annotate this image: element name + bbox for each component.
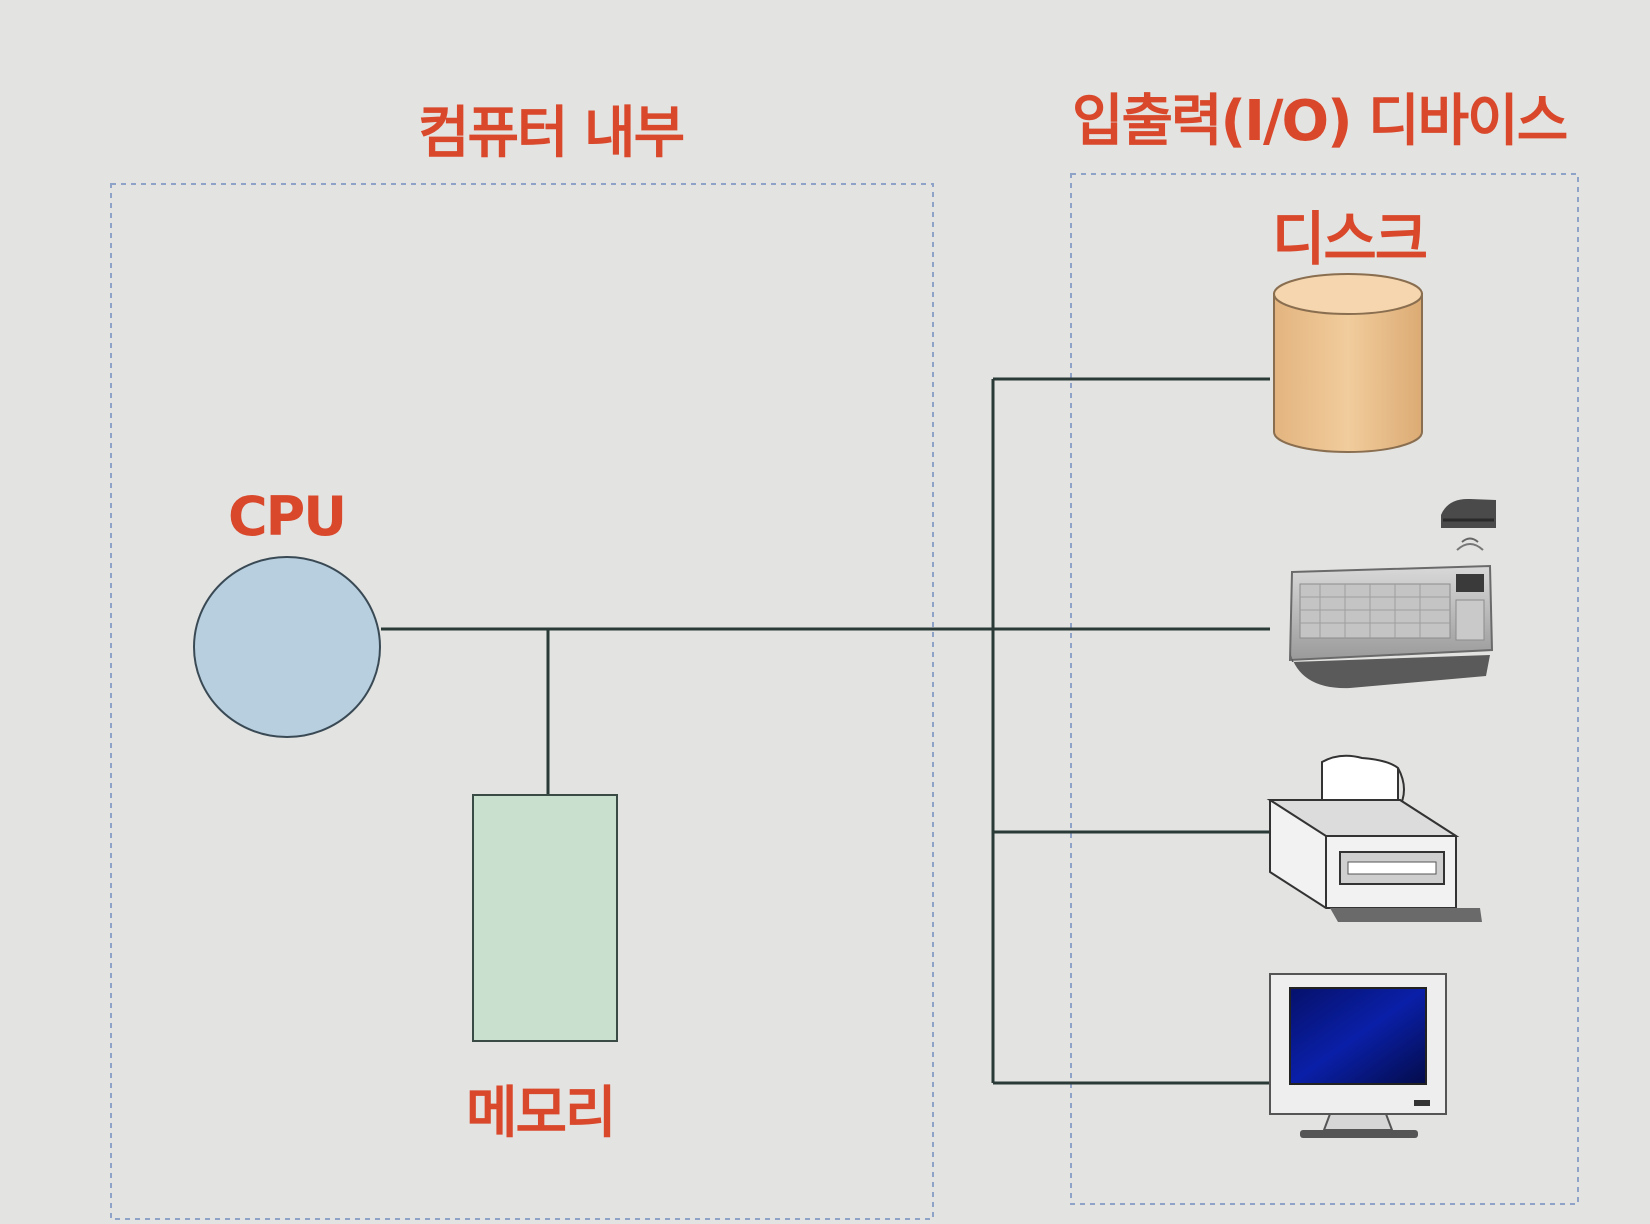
disk-cylinder-icon: [1273, 273, 1423, 453]
io-devices-title: 입출력(I/O) 디바이스: [1072, 89, 1568, 154]
wireless-keyboard-mouse-icon: [1288, 498, 1496, 689]
computer-inside-title: 컴퓨터 내부: [418, 101, 685, 166]
computer-inside-region: [110, 183, 934, 1220]
cpu-circle: [193, 556, 381, 738]
disk-label: 디스크: [1272, 205, 1428, 273]
memory-label: 메모리: [466, 1081, 617, 1146]
printer-icon: [1266, 754, 1482, 922]
io-devices-region: [1070, 173, 1579, 1205]
cpu-label: CPU: [228, 485, 347, 548]
memory-block: [472, 794, 618, 1042]
system-bus: [381, 377, 1270, 1085]
monitor-icon: [1269, 973, 1447, 1138]
